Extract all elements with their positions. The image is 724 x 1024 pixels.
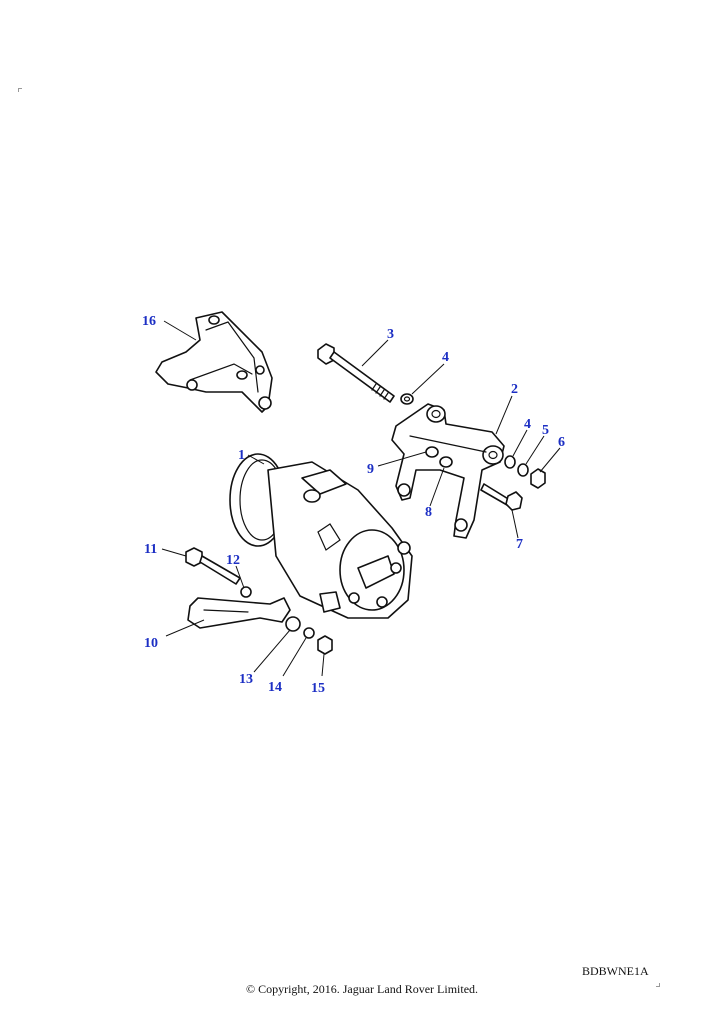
diagram-reference-code: BDBWNE1A bbox=[582, 964, 649, 978]
washer-part-bottom bbox=[303, 627, 315, 639]
long-bolt-part bbox=[317, 343, 395, 403]
adjuster-bolt-part bbox=[185, 547, 241, 585]
crop-mark-bottom-right bbox=[656, 983, 660, 987]
washer-part-lower bbox=[504, 455, 516, 469]
nut-part bbox=[530, 468, 546, 489]
callout-13[interactable]: 13 bbox=[239, 672, 253, 687]
spacer-part-lower bbox=[285, 616, 301, 632]
bush-part bbox=[439, 456, 453, 468]
callout-15[interactable]: 15 bbox=[311, 681, 325, 696]
callout-9[interactable]: 9 bbox=[367, 462, 374, 477]
callout-4-upper[interactable]: 4 bbox=[442, 350, 449, 365]
crop-mark-top-left bbox=[18, 88, 22, 92]
callout-4-lower[interactable]: 4 bbox=[524, 417, 531, 432]
callout-16[interactable]: 16 bbox=[142, 314, 156, 329]
callout-11[interactable]: 11 bbox=[144, 542, 157, 557]
washer-part-left bbox=[240, 586, 252, 598]
pivot-bracket-part bbox=[391, 403, 505, 539]
callout-2[interactable]: 2 bbox=[511, 382, 518, 397]
callout-8[interactable]: 8 bbox=[425, 505, 432, 520]
nut-part-bottom bbox=[317, 635, 333, 655]
callout-12[interactable]: 12 bbox=[226, 553, 240, 568]
washer-part-upper bbox=[400, 393, 414, 405]
callout-6[interactable]: 6 bbox=[558, 435, 565, 450]
callout-10[interactable]: 10 bbox=[144, 636, 158, 651]
short-bolt-part bbox=[480, 483, 523, 511]
adjuster-link-part bbox=[187, 597, 291, 629]
callout-14[interactable]: 14 bbox=[268, 680, 282, 695]
callout-1[interactable]: 1 bbox=[238, 448, 245, 463]
callout-3[interactable]: 3 bbox=[387, 327, 394, 342]
callout-5[interactable]: 5 bbox=[542, 423, 549, 438]
compressor-part bbox=[229, 453, 413, 619]
copyright-notice: © Copyright, 2016. Jaguar Land Rover Lim… bbox=[245, 982, 479, 996]
callout-7[interactable]: 7 bbox=[516, 537, 523, 552]
spacer-part bbox=[425, 446, 439, 458]
leader-lines bbox=[161, 320, 561, 677]
spring-washer-part bbox=[517, 463, 529, 477]
mounting-bracket-part bbox=[155, 311, 273, 413]
washer-hole bbox=[403, 396, 411, 402]
